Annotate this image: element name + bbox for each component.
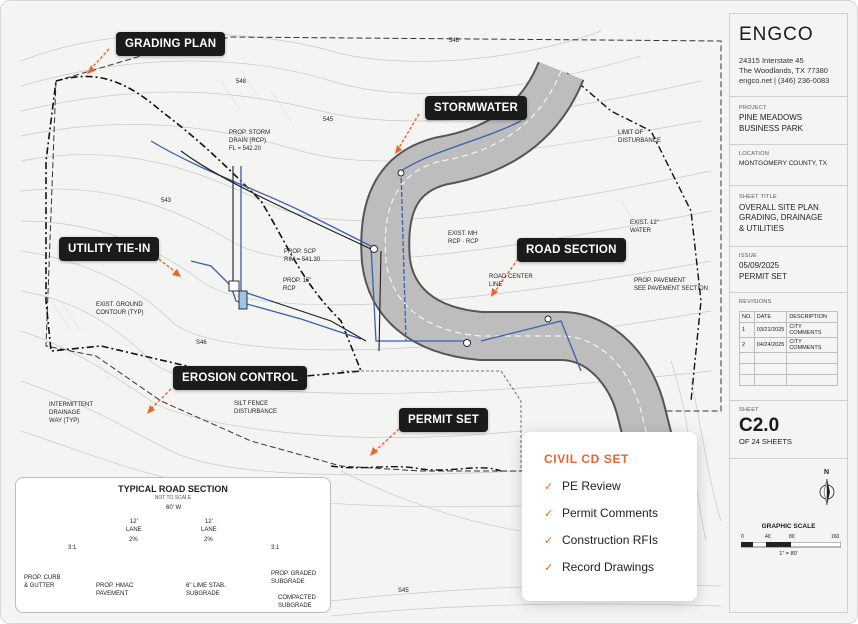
company-logo: ENGCO — [739, 24, 814, 45]
slope-left: 2% — [129, 537, 138, 543]
road-section-title: TYPICAL ROAD SECTION — [118, 484, 228, 494]
callout-erosion-control[interactable]: EROSION CONTROL — [173, 366, 308, 390]
card-item-pe-review[interactable]: ✓ PE Review — [544, 479, 621, 493]
graphic-scale-label: GRAPHIC SCALE — [761, 522, 816, 530]
callout-stormwater[interactable]: STORMWATER — [425, 96, 527, 120]
typical-road-section-inset: TYPICAL ROAD SECTION NOT TO SCALE 60' W … — [15, 477, 331, 613]
location-block: LOCATION MONTGOMERY COUNTY, TX — [739, 151, 838, 170]
contour-546b: S46 — [196, 340, 207, 346]
project-name: PINE MEADOWS BUSINESS PARK — [739, 113, 803, 133]
lane-left: 12' LANE — [126, 519, 142, 533]
issue-date: 05/09/2025 — [739, 261, 780, 270]
callout-utility-tie-in[interactable]: UTILITY TIE-IN — [59, 237, 160, 261]
issue-block: ISSUE 05/09/2025 PERMIT SET — [739, 253, 838, 282]
table-row: 1 03/21/2025 CITY COMMENTS — [739, 322, 838, 338]
label-intermittent: INTERMITTENT DRAINAGE WAY (TYP) — [49, 402, 93, 424]
company-address: 24315 Interstate 45 The Woodlands, TX 77… — [739, 56, 830, 85]
check-icon: ✓ — [544, 534, 554, 547]
sheet-number: C2.0 — [739, 415, 780, 436]
contour-545: 545 — [323, 117, 334, 123]
side-slope-left: 3:1 — [68, 545, 77, 551]
location-value: MONTGOMERY COUNTY, TX — [739, 160, 828, 167]
north-scale-block: N GRAPHIC SCALE 0 40 80 160 1" = 80' — [741, 468, 841, 557]
label-prop-pavement: PROP. PAVEMENT SEE PAVEMENT SECTION — [634, 278, 709, 292]
north-label: N — [824, 468, 830, 476]
side-slope-right: 3:1 — [271, 545, 280, 551]
lane-right: 12' LANE — [201, 519, 217, 533]
limit-of-disturbance — [45, 75, 363, 382]
contour-543: 543 — [161, 198, 172, 204]
label-limit-disturbance: LIMIT OF DISTURBANCE — [618, 130, 662, 144]
graded-label: PROP. GRADED SUBGRADE — [271, 571, 317, 585]
lime-label: 6" LIME STAB. SUBGRADE — [186, 583, 226, 597]
road-centerline — [384, 70, 657, 472]
road-section-subtitle: NOT TO SCALE — [154, 495, 192, 501]
label-exist-ground: EXIST. GROUND CONTOUR (TYP) — [96, 302, 144, 316]
check-icon: ✓ — [544, 561, 554, 574]
check-icon: ✓ — [544, 480, 554, 493]
sheet-title: OVERALL SITE PLAN GRADING, DRAINAGE & UT… — [739, 202, 823, 233]
title-block: ENGCO 24315 Interstate 45 The Woodlands,… — [729, 13, 848, 613]
utility-lines — [150, 120, 582, 372]
callout-grading-plan[interactable]: GRADING PLAN — [116, 32, 226, 56]
slope-right: 2% — [204, 537, 213, 543]
card-item-record-drawings[interactable]: ✓ Record Drawings — [544, 560, 655, 574]
callout-road-section[interactable]: ROAD SECTION — [517, 238, 626, 262]
sheet-number-block: SHEET C2.0 OF 24 SHEETS — [739, 407, 838, 448]
revisions-block: REVISIONS NO. DATE DESCRIPTION 1 03/21/2… — [739, 299, 838, 386]
storm-lines — [180, 150, 382, 352]
label-prop-storm: PROP. STORM DRAIN (RCP) FL = 542.20 — [229, 130, 271, 152]
label-silt-fence: SILT FENCE DISTURBANCE — [234, 401, 278, 415]
scale-bar — [741, 541, 841, 547]
hatch-lines — [50, 70, 662, 492]
contour-548: 548 — [236, 79, 247, 85]
card-item-permit-comments[interactable]: ✓ Permit Comments — [544, 506, 659, 520]
table-row: 2 04/24/2025 CITY COMMENTS — [739, 337, 838, 353]
issue-type: PERMIT SET — [739, 271, 787, 281]
contour-546: 546 — [449, 38, 460, 44]
sheet-count: OF 24 SHEETS — [739, 437, 792, 446]
label-prop-15-rcp: PROP. 15" RCP — [283, 278, 312, 292]
hmac-label: PROP. HMAC PAVEMENT — [96, 583, 134, 597]
label-exist-mh: EXIST. MH RCP · RCP — [448, 231, 479, 245]
revisions-table: NO. DATE DESCRIPTION 1 03/21/2025 CITY C… — [739, 311, 838, 386]
card-item-construction-rfis[interactable]: ✓ Construction RFIs — [544, 533, 659, 547]
compacted-label: COMPACTED SUBGRADE — [278, 595, 316, 609]
callout-permit-set[interactable]: PERMIT SET — [399, 408, 489, 432]
label-exist-water: EXIST. 12" WATER — [630, 220, 659, 234]
card-title: CIVIL CD SET — [544, 452, 629, 466]
civil-cd-set-card: CIVIL CD SET ✓ PE Review ✓ Permit Commen… — [522, 432, 697, 601]
curb-label: PROP. CURB & GUTTER — [24, 575, 61, 589]
check-icon: ✓ — [544, 507, 554, 520]
label-road-center: ROAD CENTER LINE — [489, 274, 533, 288]
structures — [228, 169, 552, 347]
scale-note: 1" = 80' — [779, 550, 798, 557]
project-block: PROJECT PINE MEADOWS BUSINESS PARK — [739, 105, 838, 134]
sheet-title-block: SHEET TITLE OVERALL SITE PLAN GRADING, D… — [739, 194, 838, 235]
label-prop-rim: PROP. SCP RIM = 541.30 — [284, 249, 321, 263]
contour-545b: S45 — [398, 588, 409, 594]
row-width: 60' W — [166, 505, 182, 511]
north-arrow-icon — [819, 478, 835, 505]
